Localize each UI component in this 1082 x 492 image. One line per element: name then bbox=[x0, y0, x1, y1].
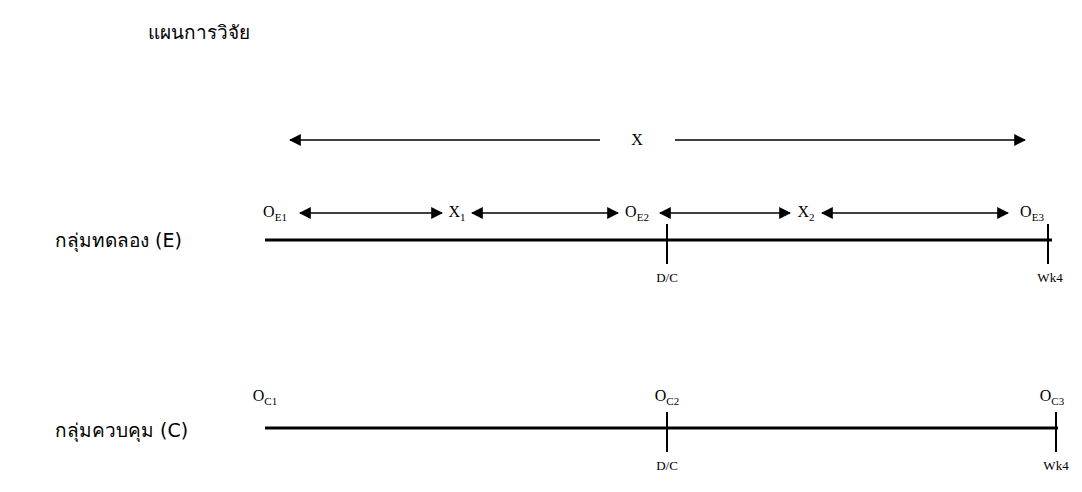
observation-label: OE1 bbox=[261, 202, 289, 224]
timeline bbox=[265, 427, 1058, 430]
timeline bbox=[265, 239, 1052, 242]
tick bbox=[666, 224, 668, 264]
tick bbox=[1055, 412, 1057, 452]
time-point: D/C bbox=[655, 270, 679, 286]
time-point: D/C bbox=[655, 458, 679, 474]
time-point: Wk4 bbox=[1042, 458, 1069, 474]
observation-label: OC2 bbox=[653, 386, 681, 408]
observation-label: OE3 bbox=[1018, 202, 1046, 224]
treatment-symbol: X2 bbox=[795, 202, 816, 224]
group-label: กลุ่มควบคุม (C) bbox=[55, 419, 188, 442]
observation-label: OC1 bbox=[251, 386, 279, 408]
observation-label: OC3 bbox=[1038, 386, 1066, 408]
tick bbox=[1047, 224, 1049, 264]
phase-arrow bbox=[660, 212, 790, 214]
treatment-symbol: X bbox=[629, 130, 645, 149]
span-arrow bbox=[290, 139, 600, 141]
phase-arrow bbox=[472, 212, 618, 214]
phase-arrow bbox=[822, 212, 1008, 214]
observation-label: OE2 bbox=[623, 202, 651, 224]
diagram-title: แผนการวิจัย bbox=[148, 21, 250, 44]
tick bbox=[666, 412, 668, 452]
span-arrow bbox=[675, 139, 1025, 141]
treatment-symbol: X1 bbox=[446, 202, 467, 224]
time-point: Wk4 bbox=[1036, 270, 1063, 286]
phase-arrow bbox=[300, 212, 442, 214]
group-label: กลุ่มทดลอง (E) bbox=[55, 229, 182, 252]
